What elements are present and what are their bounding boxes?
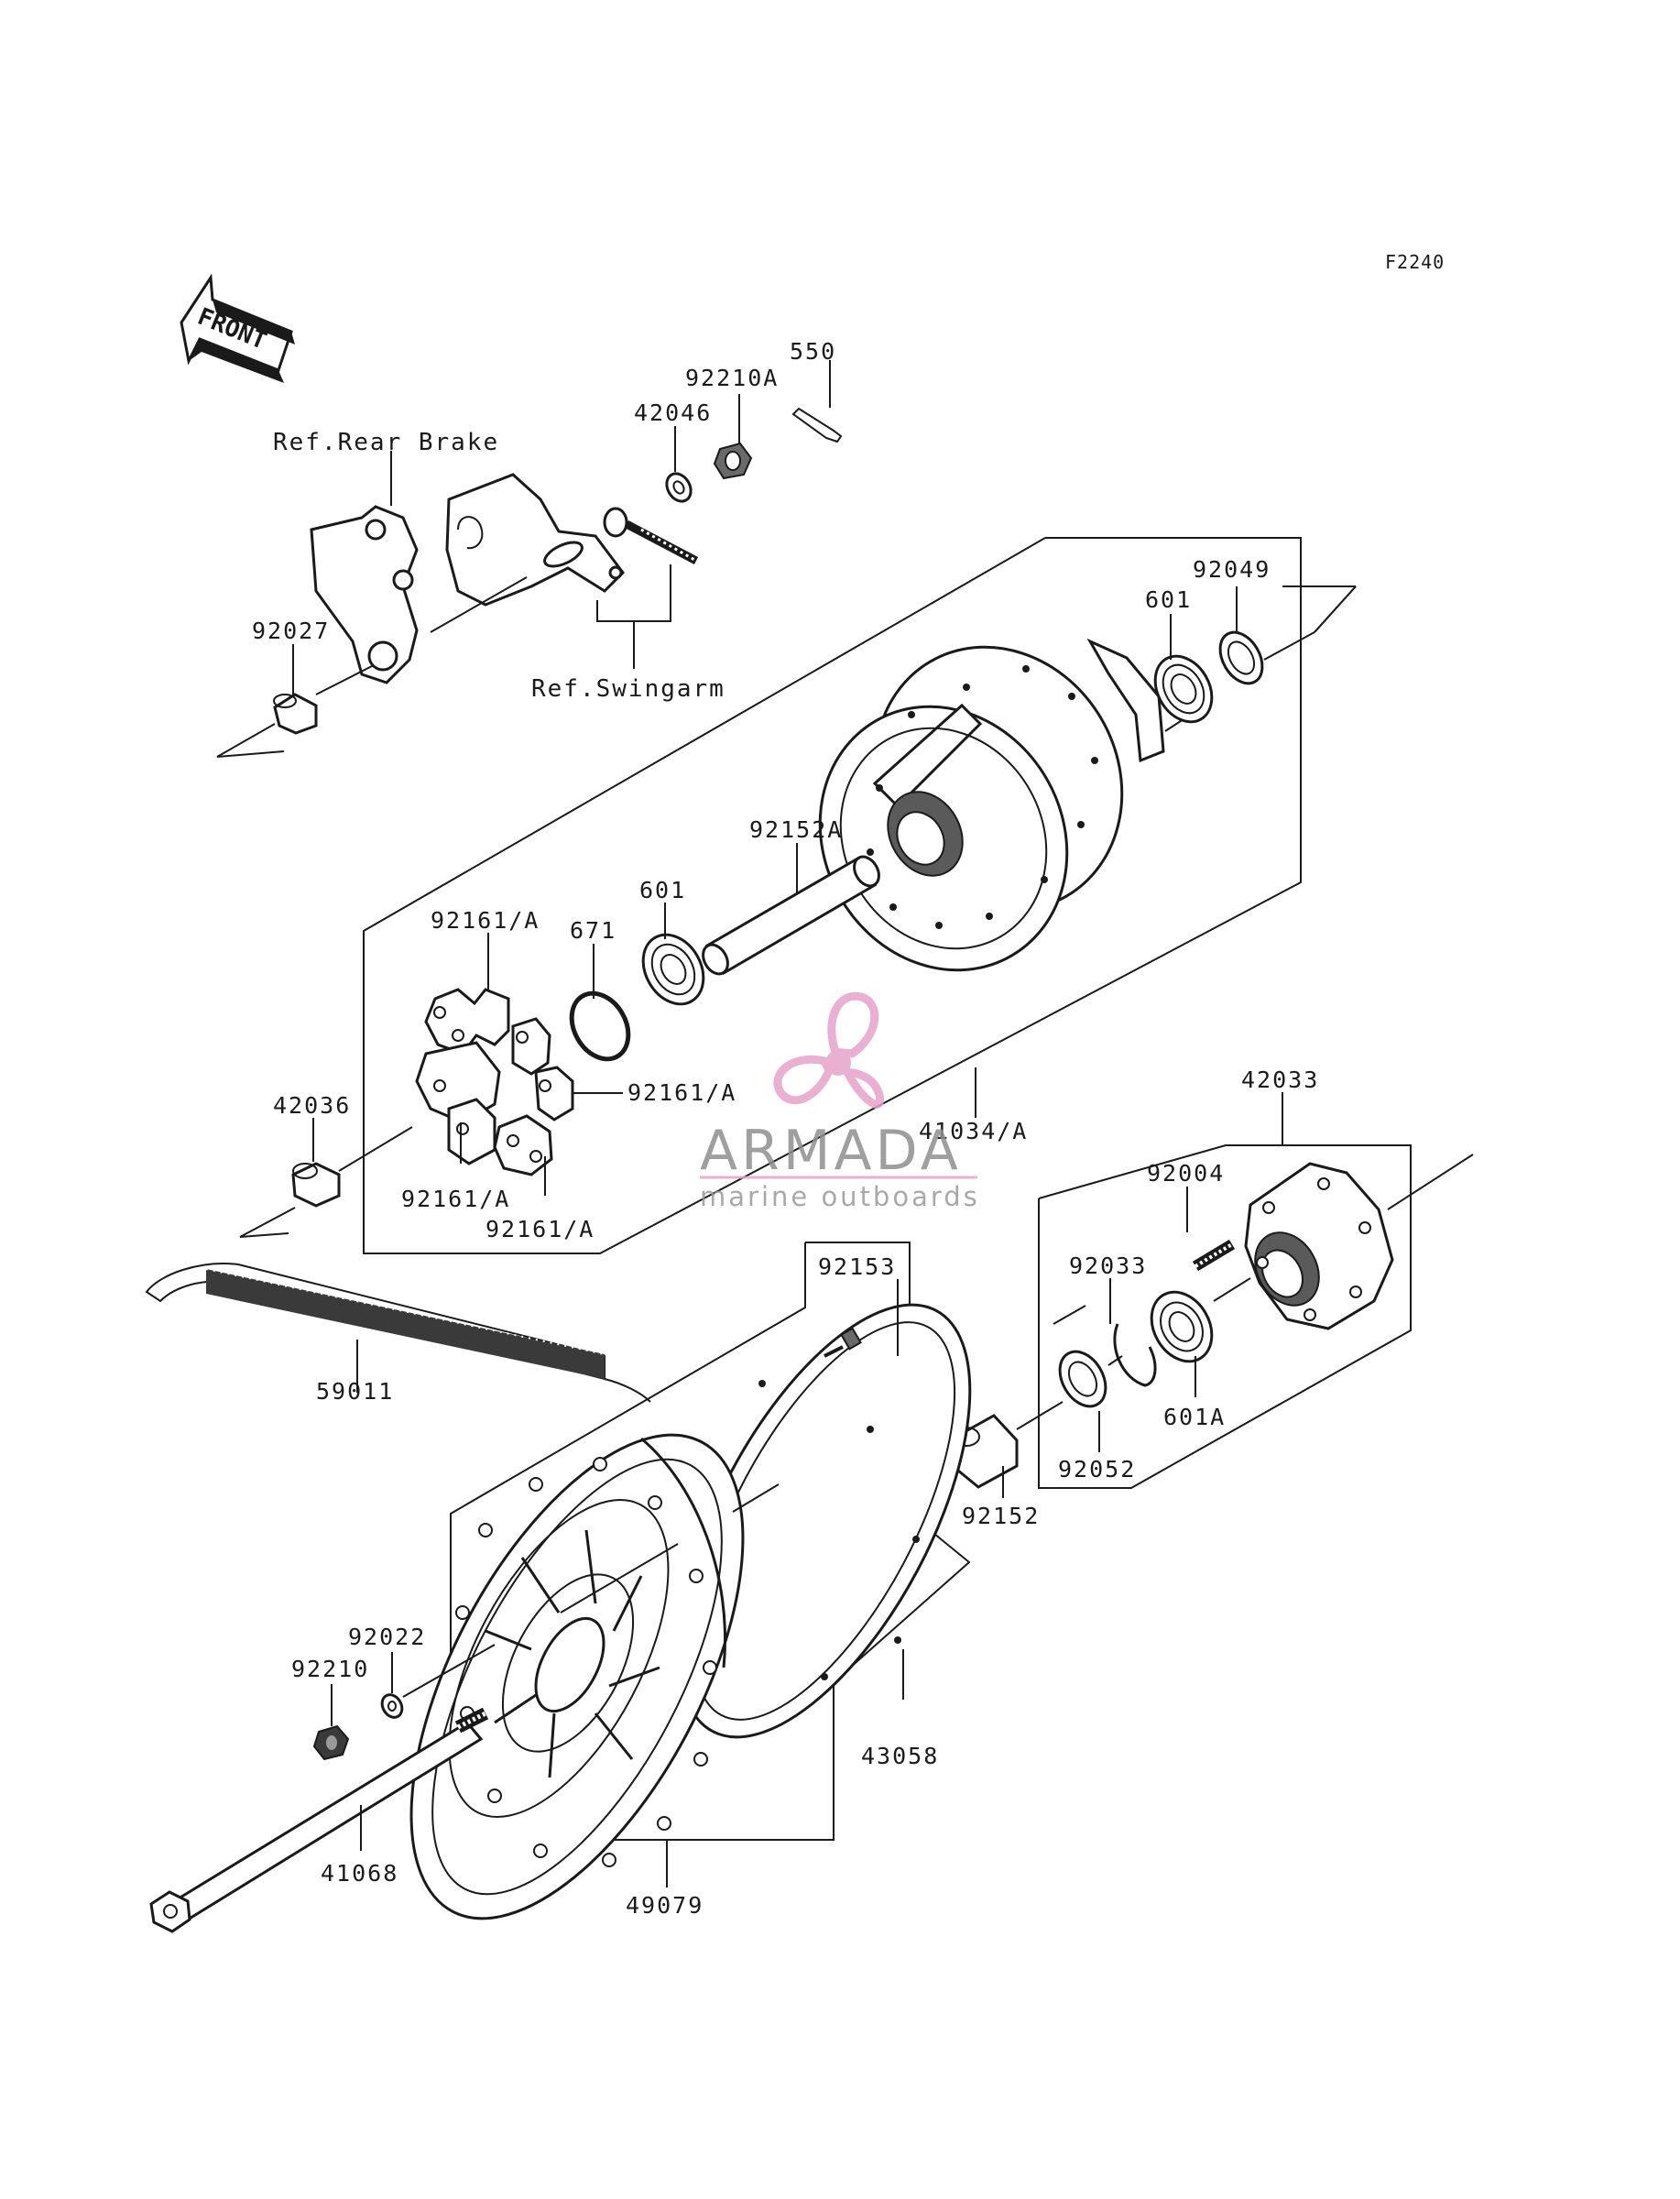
label-92022: 92022 xyxy=(348,1624,426,1650)
o-ring-671 xyxy=(569,990,631,1062)
label-601-upper: 601 xyxy=(1145,586,1192,613)
seal-92049 xyxy=(1218,630,1264,685)
propeller-logo-icon xyxy=(773,991,885,1109)
figure-code: F2240 xyxy=(1385,251,1445,273)
collar-42036 xyxy=(291,1162,341,1208)
label-92052: 92052 xyxy=(1058,1456,1136,1482)
bearing-601-lower xyxy=(641,933,705,1006)
label-42036: 42036 xyxy=(273,1092,351,1119)
leader-lines xyxy=(292,360,1283,1887)
pulley-43058 xyxy=(677,1303,972,1739)
drive-belt-59011 xyxy=(145,1263,651,1403)
label-601-lower: 601 xyxy=(639,877,686,903)
label-59011: 59011 xyxy=(316,1378,394,1405)
bearing-601-upper xyxy=(1153,654,1214,724)
nut-92210A xyxy=(713,442,753,480)
label-49079: 49079 xyxy=(626,1892,704,1919)
axle-41068 xyxy=(149,1707,489,1933)
label-41068: 41068 xyxy=(321,1860,398,1887)
bolt-92153 xyxy=(824,1327,862,1358)
label-43058: 43058 xyxy=(861,1743,939,1769)
washer-92022 xyxy=(380,1693,404,1719)
watermark-tagline: marine outboards xyxy=(700,1181,980,1212)
label-92210: 92210 xyxy=(291,1656,369,1682)
damper-rubber-group-92161A xyxy=(415,988,574,1176)
label-42046: 42046 xyxy=(634,399,712,426)
label-41034A: 41034/A xyxy=(919,1118,1028,1144)
hub-assembly-frame xyxy=(363,537,1302,1254)
label-92027: 92027 xyxy=(252,618,330,644)
label-92152A: 92152A xyxy=(749,816,843,843)
label-92033: 92033 xyxy=(1069,1253,1147,1279)
label-42033: 42033 xyxy=(1241,1067,1319,1093)
label-92161A-bottom2: 92161/A xyxy=(485,1216,595,1242)
circlip-92033 xyxy=(1113,1323,1157,1387)
cotter-pin-550 xyxy=(791,407,843,443)
ref-swingarm: Ref.Swingarm xyxy=(531,675,725,703)
rear-brake-bracket xyxy=(310,505,419,684)
nut-92210 xyxy=(312,1724,350,1761)
coupling-42033 xyxy=(1244,1162,1394,1330)
seal-92052 xyxy=(1058,1350,1107,1408)
label-92152: 92152 xyxy=(962,1503,1040,1529)
label-92161A-bottom: 92161/A xyxy=(401,1186,510,1212)
front-direction-arrow-icon: FRONT xyxy=(180,273,295,383)
spacer-92027 xyxy=(273,693,318,735)
label-92210A: 92210A xyxy=(685,365,779,391)
axle-adjuster-bolt xyxy=(603,507,699,564)
armada-watermark: ARMADA marine outboards xyxy=(700,991,980,1212)
wheel-49079 xyxy=(409,1433,745,1920)
washer-42046 xyxy=(665,472,693,503)
ref-rear-brake: Ref.Rear Brake xyxy=(273,429,499,456)
watermark-name: ARMADA xyxy=(700,1119,962,1183)
stud-92004 xyxy=(1192,1239,1236,1272)
wheel-hub-41034A xyxy=(818,638,1165,972)
label-92004: 92004 xyxy=(1147,1160,1225,1187)
swingarm-end xyxy=(445,473,625,607)
label-92161A-right: 92161/A xyxy=(627,1079,736,1106)
bearing-601A xyxy=(1150,1290,1214,1363)
coupling-assembly-frame xyxy=(1038,1144,1412,1489)
spacer-92152A xyxy=(702,855,880,976)
label-92153: 92153 xyxy=(818,1253,896,1280)
label-550: 550 xyxy=(790,338,836,365)
label-671: 671 xyxy=(570,917,616,944)
label-92049: 92049 xyxy=(1193,556,1271,583)
label-92161A-top: 92161/A xyxy=(431,907,540,934)
label-601A: 601A xyxy=(1163,1404,1226,1430)
